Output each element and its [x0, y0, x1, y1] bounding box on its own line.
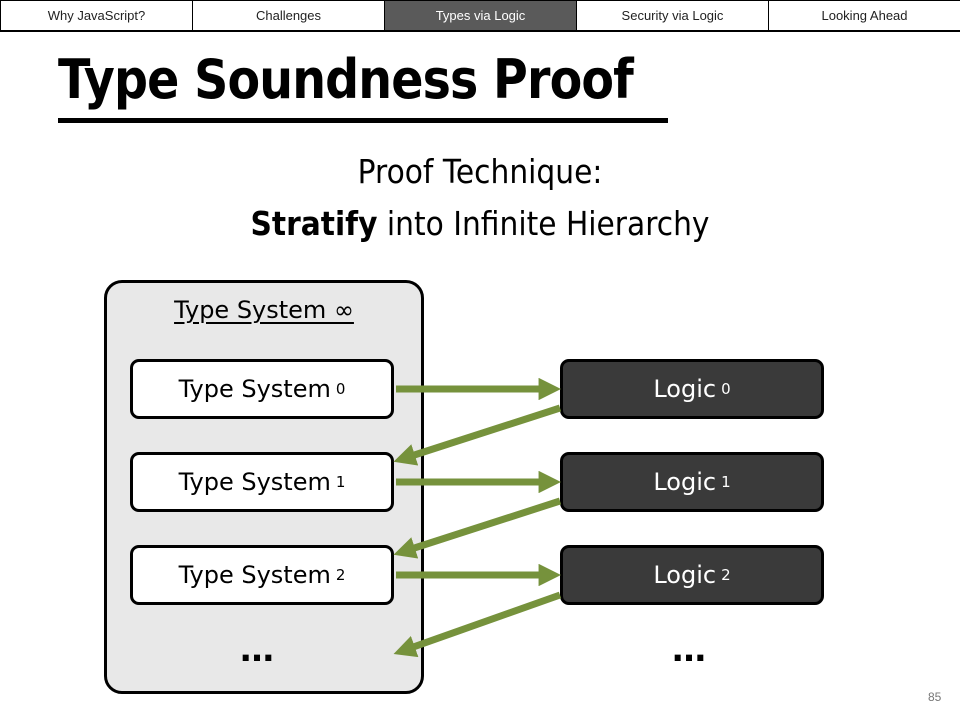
type-system-2-subscript: 2 [335, 566, 346, 584]
logic-1-label: Logic [653, 468, 717, 496]
type-system-1-subscript: 1 [335, 473, 346, 491]
tab-types-via-logic[interactable]: Types via Logic [384, 0, 577, 30]
section-nav: Why JavaScript? Challenges Types via Log… [0, 0, 960, 32]
type-systems-ellipsis: … [240, 630, 276, 670]
subtitle-line-2: Stratify into Infinite Hierarchy [48, 204, 912, 243]
logic-2-label: Logic [653, 561, 717, 589]
tab-why-javascript[interactable]: Why JavaScript? [0, 0, 193, 30]
tab-security-via-logic[interactable]: Security via Logic [576, 0, 769, 30]
slide-title: Type Soundness Proof [58, 48, 634, 111]
logic-2-subscript: 2 [721, 566, 731, 584]
arrow-logic-0-to-type-system-1 [393, 404, 562, 466]
logics-ellipsis: … [672, 630, 708, 670]
subtitle-emphasis: Stratify [250, 204, 378, 243]
arrow-logic-1-to-type-system-2 [393, 497, 562, 559]
arrow-logic-2-to-ellipsis [393, 591, 562, 658]
type-system-0-subscript: 0 [335, 380, 346, 398]
title-underline [58, 118, 668, 123]
logic-1-subscript: 1 [721, 473, 731, 491]
type-system-2-label: Type System [178, 561, 331, 589]
type-system-1-label: Type System [178, 468, 331, 496]
subtitle-rest: into Infinite Hierarchy [377, 204, 710, 243]
page-number: 85 [928, 690, 942, 704]
type-system-0-label: Type System [178, 375, 331, 403]
type-system-infinity-label: Type System ∞ [174, 296, 354, 324]
logic-0-label: Logic [653, 375, 717, 403]
subtitle-line-1: Proof Technique: [357, 152, 603, 191]
tab-looking-ahead[interactable]: Looking Ahead [768, 0, 960, 30]
logic-0-subscript: 0 [721, 380, 731, 398]
tab-challenges[interactable]: Challenges [192, 0, 385, 30]
